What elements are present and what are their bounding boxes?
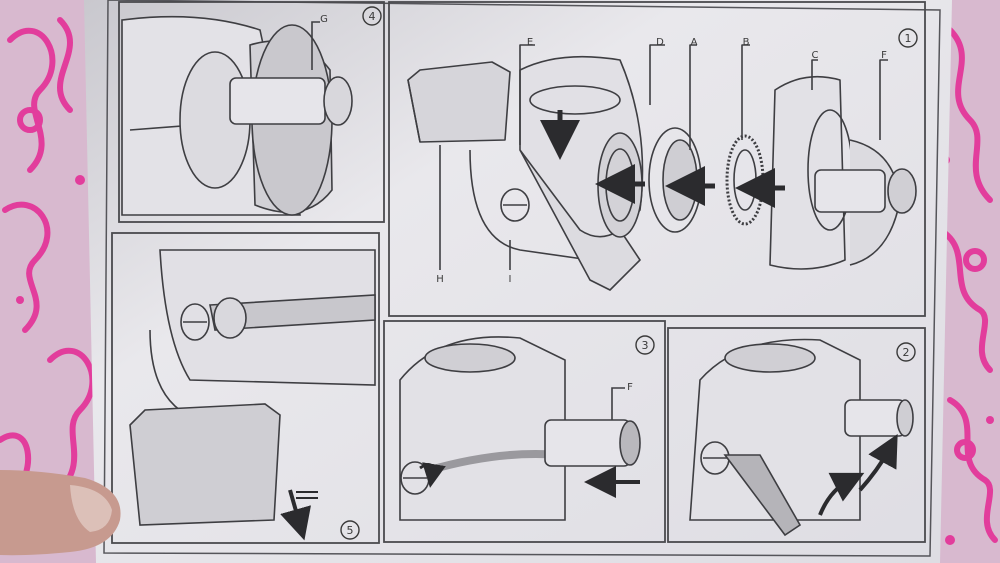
panel-frames: [111, 1, 926, 544]
svg-text:4: 4: [369, 10, 376, 23]
panel-5-remove-container: [129, 249, 376, 541]
svg-text:F: F: [881, 50, 887, 61]
svg-text:B: B: [743, 37, 750, 48]
svg-text:3: 3: [642, 339, 649, 352]
svg-text:1: 1: [905, 32, 912, 45]
panel-3-number: 3: [635, 335, 655, 355]
page-border: [103, 0, 941, 557]
svg-text:D: D: [656, 37, 664, 48]
svg-text:2: 2: [903, 346, 910, 359]
panel-1-number: 1: [898, 28, 918, 48]
svg-text:A: A: [691, 37, 698, 48]
thumb-nail: [70, 485, 112, 532]
svg-text:I: I: [509, 274, 512, 285]
floral-fabric: [0, 17, 998, 543]
panel-1-part-labels: E D A B C F I H: [436, 37, 887, 285]
svg-text:5: 5: [347, 524, 354, 537]
svg-text:E: E: [527, 37, 533, 48]
panel-4-part-label: G: [320, 14, 328, 25]
svg-text:H: H: [436, 274, 444, 285]
panel-1-exploded-view: [407, 44, 917, 291]
panel-2-number: 2: [896, 342, 916, 362]
panel-4-pusher-cap: [121, 15, 353, 216]
panel-3-insert-pusher: [399, 336, 641, 521]
panel-4-number: 4: [362, 6, 382, 26]
panel-2-attach-handle: [689, 338, 914, 537]
panel-3-part-label: F: [627, 382, 633, 393]
panel-5-number: 5: [340, 520, 360, 540]
svg-text:C: C: [812, 50, 819, 61]
